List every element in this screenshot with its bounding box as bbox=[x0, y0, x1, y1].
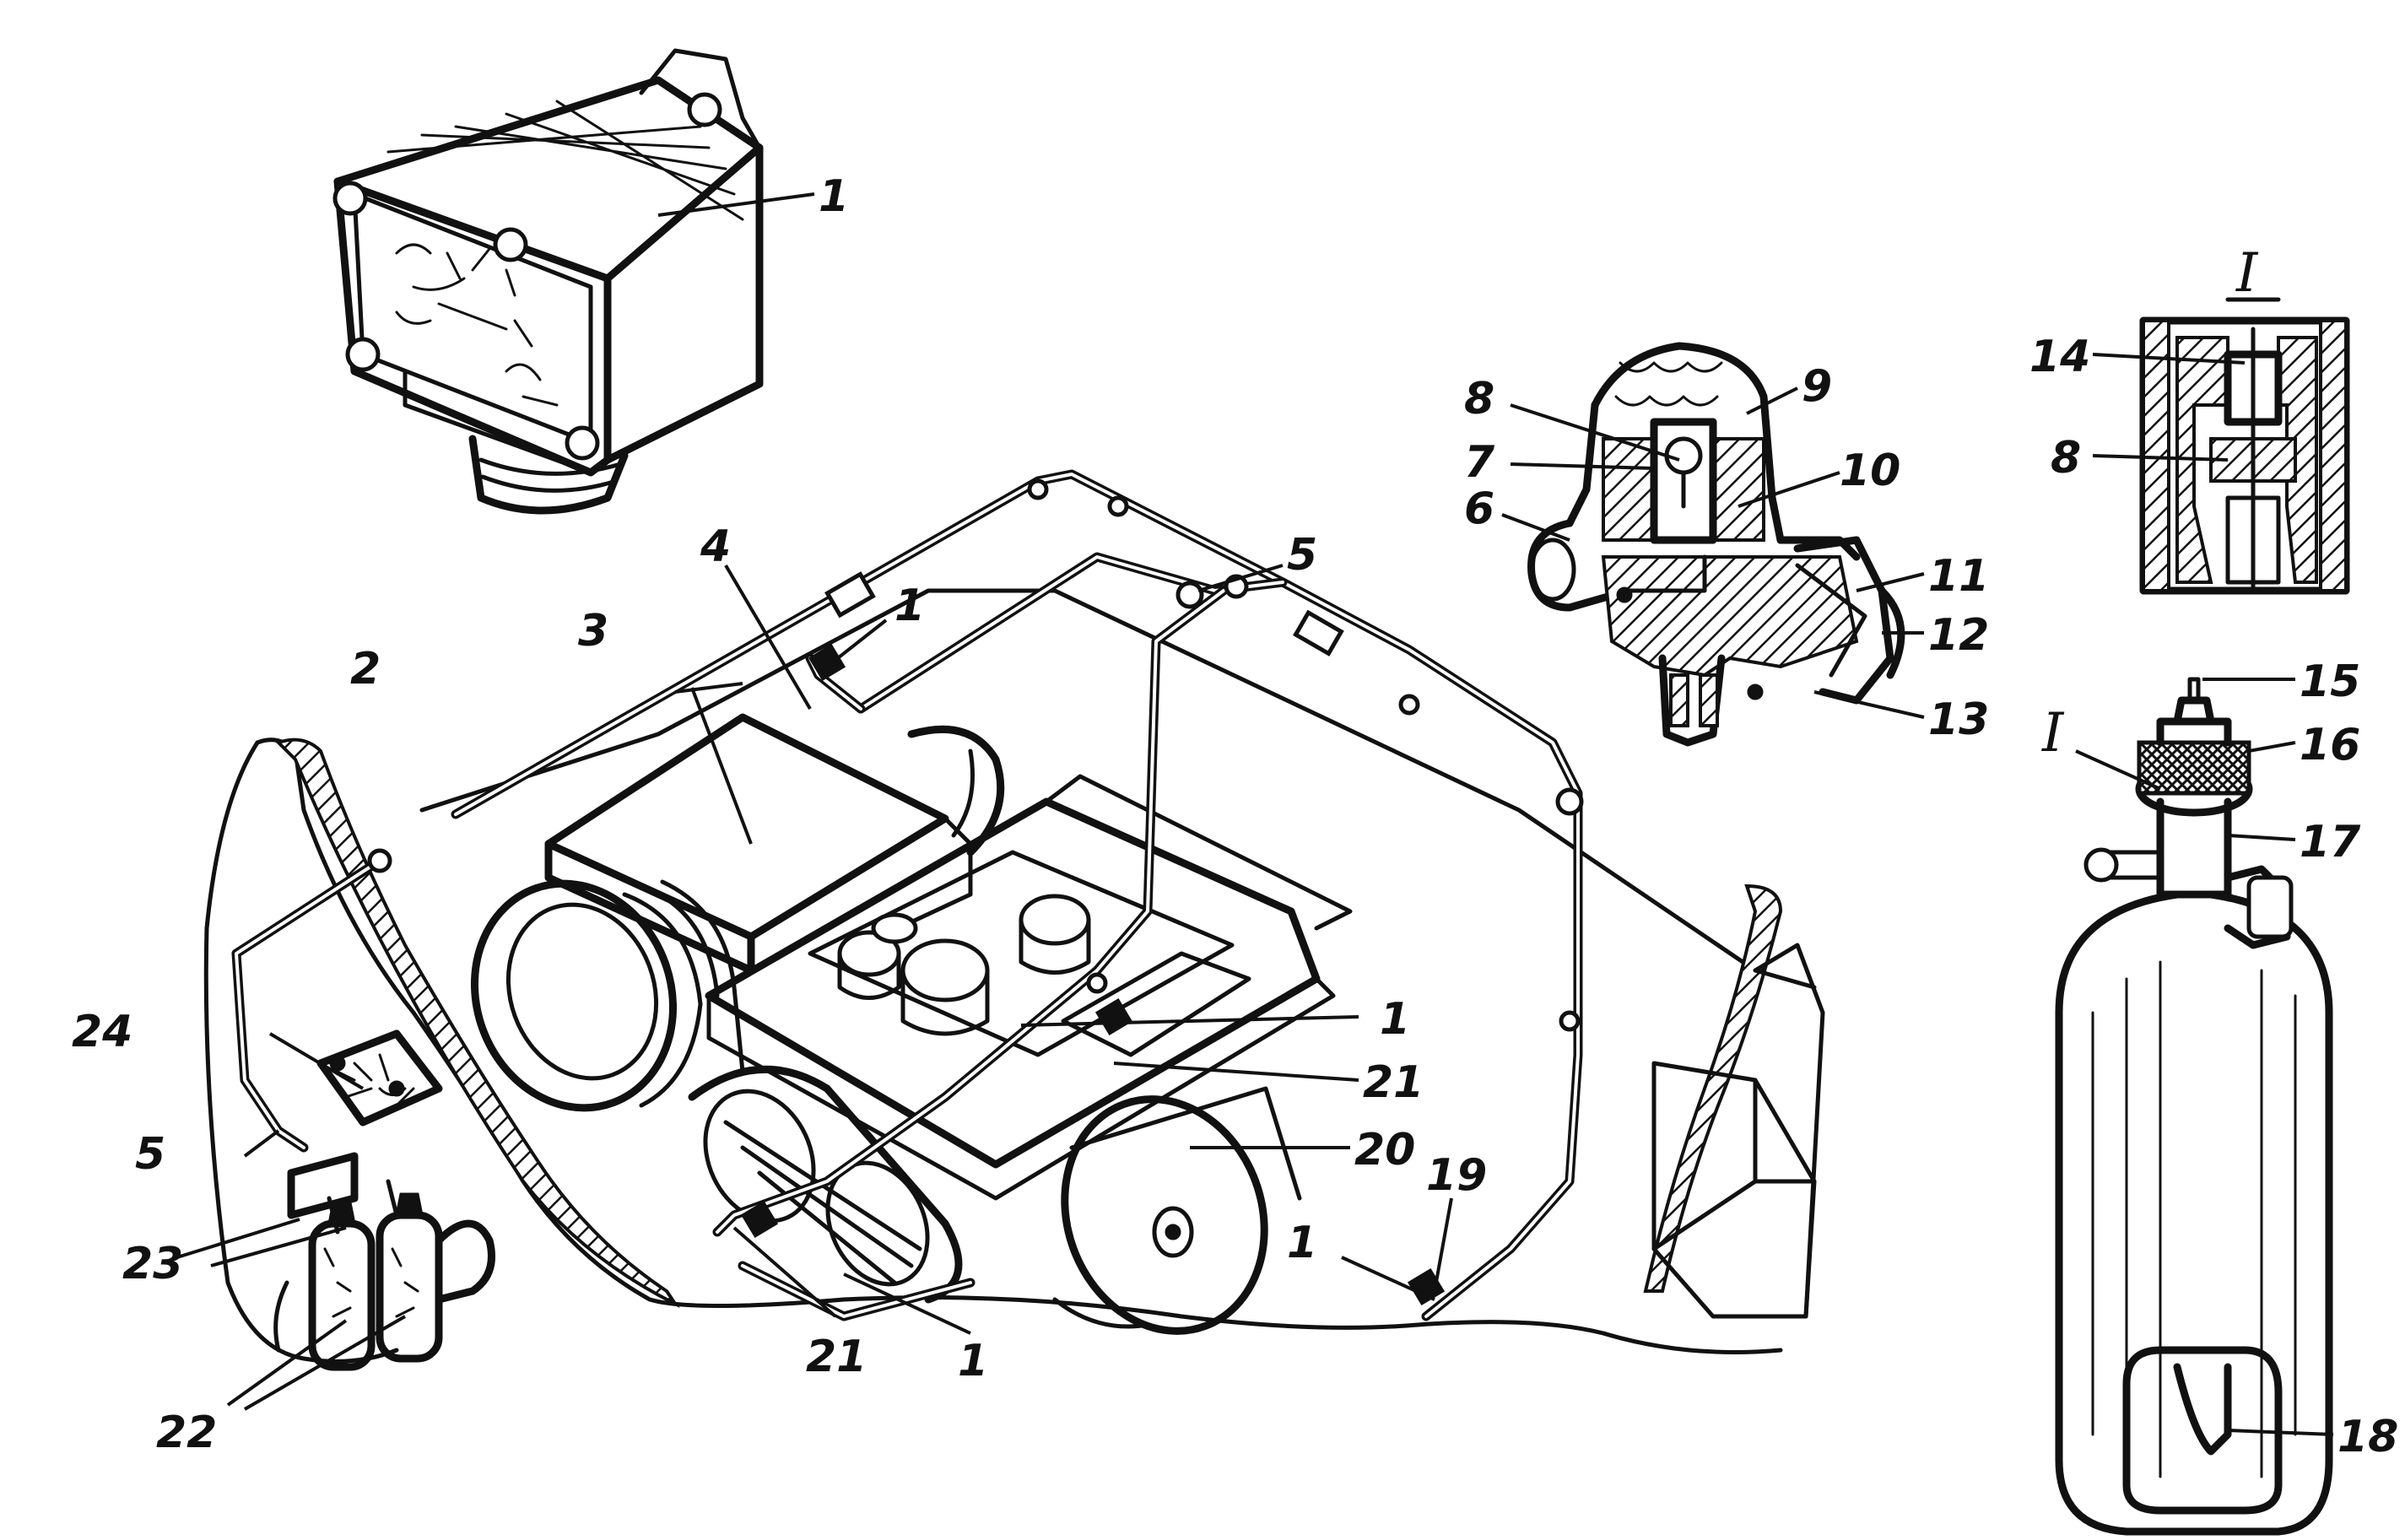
callout-valve-10: 10 bbox=[1840, 446, 1900, 496]
co2-cylinder-drawing bbox=[2055, 677, 2333, 1536]
callout-sprayer-21-right: 21 bbox=[1363, 1057, 1424, 1108]
callout-engine-20: 20 bbox=[1354, 1125, 1415, 1175]
callout-cylinder-16: 16 bbox=[2300, 720, 2360, 770]
callout-radiator: 3 bbox=[578, 606, 608, 657]
callout-valve-13: 13 bbox=[1928, 694, 1989, 745]
callout-sensor-bottom-mid: 1 bbox=[958, 1336, 988, 1386]
callout-valves-23: 23 bbox=[122, 1239, 183, 1289]
callout-detail-14: 14 bbox=[2029, 332, 2090, 382]
callout-valve-7: 7 bbox=[1464, 437, 1495, 488]
callout-detail-8: 8 bbox=[2051, 433, 2081, 484]
callout-cylinders-22: 22 bbox=[156, 1408, 217, 1458]
callout-sensor-bottom-right: 1 bbox=[1287, 1218, 1317, 1268]
callout-cylinder-15: 15 bbox=[2300, 657, 2360, 707]
callout-sensor-engine-right: 1 bbox=[1380, 994, 1410, 1045]
callout-valve-6: 6 bbox=[1464, 484, 1494, 534]
callout-valve-8: 8 bbox=[1464, 374, 1494, 424]
callout-sensor-left: 1 bbox=[894, 581, 925, 631]
callout-sensor-top: 1 bbox=[819, 171, 849, 222]
release-valve-section-drawing bbox=[1527, 342, 1905, 747]
callout-valve-11: 11 bbox=[1928, 551, 1989, 602]
engine-compartment-drawing bbox=[203, 469, 1825, 1371]
callout-detail-i-title: I bbox=[2235, 242, 2259, 305]
callout-valve-9: 9 bbox=[1802, 361, 1832, 412]
callout-tee-top: 5 bbox=[1287, 530, 1317, 581]
callout-panel: 2 bbox=[350, 644, 381, 694]
callout-control-box-24: 24 bbox=[72, 1007, 132, 1057]
leader-lines bbox=[176, 192, 2334, 1436]
callout-valve-12: 12 bbox=[1928, 610, 1989, 661]
callout-labels: 1 1 1 1 1 2 3 4 5 5 6 7 8 9 10 11 12 13 … bbox=[72, 171, 2398, 1462]
temperature-sensor-drawing bbox=[332, 48, 764, 515]
callout-tee-left: 5 bbox=[135, 1129, 165, 1180]
callout-cylinder-18: 18 bbox=[2337, 1412, 2398, 1462]
detail-i-section-drawing bbox=[2139, 316, 2350, 595]
callout-sprayer-21-bottom: 21 bbox=[806, 1332, 867, 1382]
callout-pipeline: 4 bbox=[700, 521, 731, 572]
callout-nozzle-19: 19 bbox=[1426, 1150, 1487, 1201]
callout-detail-i-ref: I bbox=[2041, 702, 2065, 765]
callout-cylinder-17: 17 bbox=[2300, 817, 2361, 867]
